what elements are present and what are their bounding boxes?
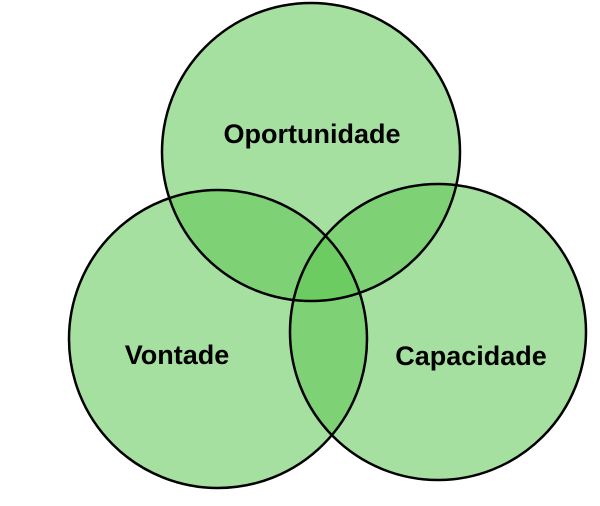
circle-capacidade [290, 184, 586, 480]
circle-capacidade-outline [288, 182, 588, 482]
label-oportunidade: Oportunidade [224, 119, 401, 149]
circle-vontade [69, 190, 367, 488]
circle-vontade-outline [67, 188, 369, 490]
circle-oportunidade-outline [160, 1, 462, 303]
label-capacidade: Capacidade [395, 341, 547, 371]
label-vontade: Vontade [125, 340, 230, 370]
